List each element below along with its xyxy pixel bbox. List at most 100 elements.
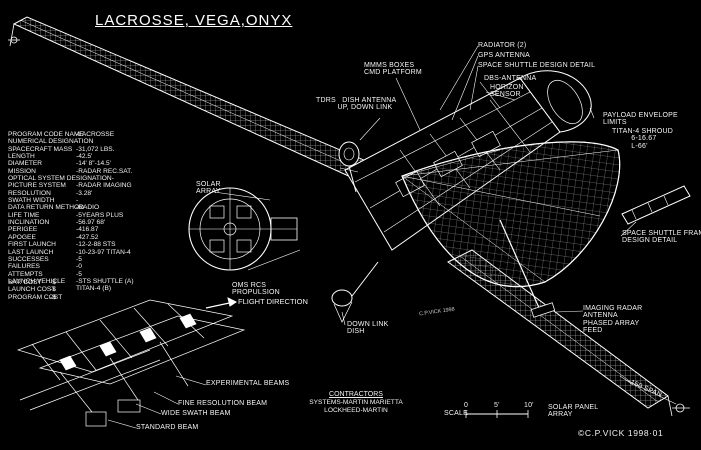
label-standard-beam: STANDARD BEAM	[136, 424, 199, 431]
spec-value: -0	[76, 263, 82, 271]
cost-value: -$	[50, 286, 56, 294]
spec-value: -RADIO	[76, 204, 100, 212]
spec-row: INCLINATION -56.97 68'	[8, 219, 183, 226]
label-flight-direction: FLIGHT DIRECTION	[238, 297, 308, 306]
label-solar-panel-array: SOLAR PANEL ARRAY	[548, 404, 599, 419]
spec-value: -14' 8"-14.5'	[76, 160, 111, 168]
spec-value: -12-2-88 STS	[76, 241, 116, 249]
scale-bar	[465, 410, 529, 418]
contractors-heading: CONTRACTORS	[329, 391, 383, 398]
label-titan-shroud: TITAN-4 SHROUD 6-16.67 L-66'	[612, 128, 674, 150]
spec-label: LIFE TIME	[8, 211, 40, 219]
spec-value: -3.28'	[76, 189, 93, 197]
cost-table: SAT. COST-$ LAUNCH COST-$ PROGRAM COST-$	[8, 279, 128, 301]
spec-label: MISSION	[8, 167, 36, 175]
spec-value: -31,072 LBS.	[76, 145, 115, 153]
spec-label: DATA RETURN METHOD	[8, 204, 84, 212]
spec-row: NUMERICAL DESIGNATION-	[8, 138, 183, 145]
label-oms-rcs: OMS RCS PROPULSION	[232, 282, 280, 297]
spec-label: ATTEMPTS	[8, 270, 43, 278]
spec-value: -10-23-97 TITAN-4	[76, 248, 131, 256]
leader-lines	[107, 45, 637, 429]
label-wide-swath-beam: WIDE SWATH BEAM	[161, 410, 231, 417]
flight-direction-arrow	[205, 297, 237, 309]
spec-row: LIFE TIME -5YEARS PLUS	[8, 212, 183, 219]
end-view-section	[188, 187, 298, 271]
spec-row: SUCCESSES-5	[8, 256, 183, 263]
spec-label: SWATH WIDTH	[8, 197, 55, 205]
cost-label: LAUNCH COST	[8, 286, 56, 294]
label-shuttle-frame: SPACE SHUTTLE FRAME DESIGN DETAIL	[622, 230, 701, 245]
label-horizon-sensor: HORIZON SENSOR	[490, 84, 524, 99]
spec-row: RESOLUTION -3.28'	[8, 190, 183, 197]
label-scale-10: 10'	[524, 402, 534, 409]
span-dimension	[619, 375, 677, 405]
spec-row: PROGRAM CODE NAME-LACROSSE	[8, 131, 183, 138]
spec-value: -5	[76, 255, 82, 263]
label-dbs-antenna: DBS-ANTENNA	[484, 75, 537, 82]
spec-row: FIRST LAUNCH -12-2-88 STS	[8, 241, 183, 248]
spec-label: APOGEE	[8, 233, 36, 241]
spec-label: LAUNCH VEHICLE	[8, 277, 66, 285]
spec-label: INCLINATION	[8, 219, 50, 227]
label-experimental-beams: EXPERIMENTAL BEAMS	[206, 380, 290, 387]
spec-value: -5YEARS PLUS	[76, 211, 124, 219]
spec-row: APOGEE -427.52	[8, 234, 183, 241]
spec-label: DIAMETER	[8, 160, 43, 168]
spec-row: ATTEMPTS -5	[8, 271, 183, 278]
cost-row: LAUNCH COST-$	[8, 286, 128, 293]
tdrs-dish-antenna	[338, 141, 360, 193]
label-scale: SCALE	[444, 410, 468, 417]
contractor-line: SYSTEMS-MARTIN MARIETTA	[309, 399, 403, 406]
spec-label: SPACECRAFT MASS	[8, 145, 73, 153]
spec-label: OPTICAL SYSTEM DESIGNATION	[8, 175, 112, 183]
spec-row: TITAN-4 (B)	[8, 285, 183, 292]
spec-label: NUMERICAL DESIGNATION	[8, 138, 94, 146]
corner-marks	[8, 36, 690, 413]
label-scale-5: 5'	[494, 402, 500, 409]
spec-label: FIRST LAUNCH	[8, 241, 56, 249]
label-imaging-radar: IMAGING RADAR ANTENNA PHASED ARRAY FEED	[583, 305, 643, 335]
spec-label: PROGRAM CODE NAME	[8, 131, 84, 138]
label-shuttle-design-detail: SPACE SHUTTLE DESIGN DETAIL	[478, 62, 596, 69]
spec-value: TITAN-4 (B)	[76, 285, 112, 293]
spec-value: -416.87	[76, 226, 99, 234]
spec-row: FAILURES -0	[8, 263, 183, 270]
label-fine-resolution-beam: FINE RESOLUTION BEAM	[178, 400, 268, 407]
spec-value: -RADAR REC.SAT.	[76, 167, 133, 175]
cost-row: PROGRAM COST-$	[8, 294, 128, 301]
label-radiator: RADIATOR (2)	[478, 42, 527, 49]
spec-row: SWATH WIDTH-	[8, 197, 183, 204]
spec-row: SPACECRAFT MASS-31,072 LBS.	[8, 146, 183, 153]
spec-row: DATA RETURN METHOD-RADIO	[8, 204, 183, 211]
spec-label: PERIGEE	[8, 226, 38, 234]
cost-value: -$	[50, 279, 56, 286]
spec-value: -56.97 68'	[76, 219, 106, 227]
downlink-dish	[331, 261, 379, 323]
label-payload-envelope: PAYLOAD ENVELOPE LIMITS	[603, 112, 678, 127]
spec-label: RESOLUTION	[8, 189, 51, 197]
spec-label: LENGTH	[8, 153, 35, 161]
shuttle-frame-detail	[621, 185, 691, 225]
label-mmms-boxes: MMMS BOXES CMD PLATFORM	[364, 62, 422, 77]
label-down-link-dish: DOWN LINK DISH	[347, 321, 389, 336]
spec-value: -427.52	[76, 233, 99, 241]
spec-label: PICTURE SYSTEM	[8, 182, 66, 190]
spec-value: -5	[76, 270, 82, 278]
spec-row: LAST LAUNCH -10-23-97 TITAN-4	[8, 249, 183, 256]
spec-row: OPTICAL SYSTEM DESIGNATION-	[8, 175, 183, 182]
spec-value: -RADAR IMAGING	[76, 182, 132, 190]
payload-envelope	[519, 70, 592, 133]
spec-label: FAILURES	[8, 263, 40, 271]
radar-antenna-dish	[401, 141, 621, 318]
spec-row: MISSION -RADAR REC.SAT.	[8, 168, 183, 175]
label-solar-array: SOLAR ARRAY	[196, 181, 221, 196]
spec-row: LENGTH-42.5'	[8, 153, 183, 160]
contractor-line: LOCKHEED-MARTIN	[324, 406, 388, 414]
cost-label: PROGRAM COST	[8, 293, 63, 301]
spec-label: LAST LAUNCH	[8, 248, 54, 256]
label-scale-0: 0	[464, 402, 469, 409]
spec-value: -	[76, 138, 79, 146]
